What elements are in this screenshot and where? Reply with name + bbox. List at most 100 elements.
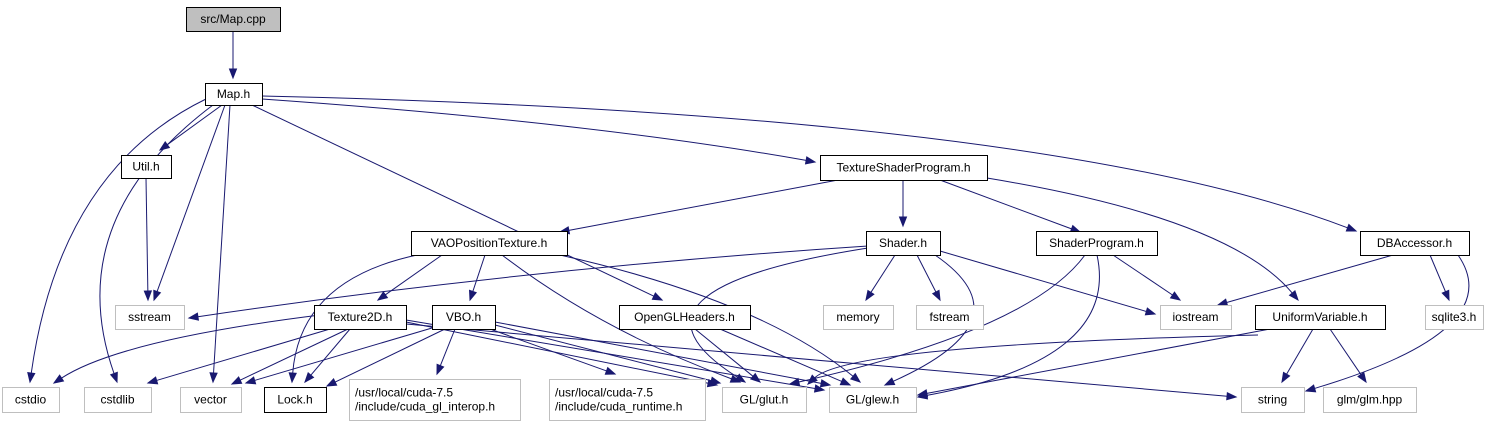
node-glm-hpp: glm/glm.hpp bbox=[1323, 387, 1417, 413]
edge-dbaccessor_h-to-iostream bbox=[1216, 254, 1394, 307]
node-label: VBO.h bbox=[446, 310, 481, 324]
arrowhead bbox=[209, 372, 218, 384]
node-label: sqlite3.h bbox=[1432, 310, 1477, 324]
edge-shader_h-to-memory bbox=[865, 254, 896, 302]
arrowhead bbox=[376, 291, 389, 301]
node-box bbox=[549, 379, 706, 421]
edge-vbo_h-to-cuda_gl_interop bbox=[436, 328, 456, 376]
node-box bbox=[349, 379, 521, 421]
node-util-h[interactable]: Util.h bbox=[121, 155, 172, 179]
edge-texture2d_h-to-cstdlib bbox=[146, 328, 331, 385]
node-label: Map.h bbox=[217, 87, 250, 101]
node-box bbox=[205, 83, 263, 106]
arrowhead bbox=[153, 289, 162, 302]
arrowhead bbox=[749, 372, 762, 383]
node-lock-h[interactable]: Lock.h bbox=[264, 387, 327, 413]
arrowhead bbox=[1441, 289, 1450, 302]
node-label: cstdlib bbox=[100, 393, 134, 407]
node-label: string bbox=[1258, 393, 1287, 407]
arrowhead bbox=[52, 374, 65, 384]
edge-map_h-to-sstream bbox=[153, 104, 226, 302]
edge-vbo_h-to-cuda_runtime bbox=[489, 328, 617, 375]
arrowhead bbox=[436, 363, 445, 376]
node-string: string bbox=[1241, 387, 1305, 413]
node-label: TextureShaderProgram.h bbox=[836, 161, 970, 175]
edges-layer bbox=[27, 31, 1470, 401]
node-tsp-h[interactable]: TextureShaderProgram.h bbox=[820, 155, 988, 181]
arrowhead bbox=[304, 372, 315, 384]
node-label: Texture2D.h bbox=[328, 310, 393, 324]
arrowhead bbox=[839, 377, 852, 386]
node-label: sstream bbox=[128, 310, 171, 324]
node-box bbox=[432, 305, 496, 330]
node-label: /usr/local/cuda-7.5 bbox=[555, 386, 653, 400]
edge-texture2d_h-to-gl_glew_h bbox=[405, 319, 826, 393]
node-box bbox=[1360, 231, 1470, 256]
arrowhead bbox=[244, 376, 257, 385]
edge-tsp_h-to-shaderprog_h bbox=[939, 179, 1082, 233]
node-openglheaders-h[interactable]: OpenGLHeaders.h bbox=[619, 305, 751, 330]
node-label: cstdio bbox=[15, 393, 47, 407]
edge-shader_h-to-iostream bbox=[939, 250, 1157, 316]
edge-uniformvariable_h-to-gl_glut_h bbox=[806, 334, 1259, 385]
edge-uniformvariable_h-to-string bbox=[1281, 328, 1314, 384]
arrowhead bbox=[819, 379, 832, 388]
node-texture2d-h[interactable]: Texture2D.h bbox=[314, 305, 407, 330]
arrowhead bbox=[146, 376, 159, 385]
arrowhead bbox=[1216, 298, 1229, 307]
edge-tsp_h-to-shader_h bbox=[898, 180, 908, 228]
node-box bbox=[619, 305, 751, 330]
arrowhead bbox=[468, 289, 478, 302]
arrowhead bbox=[734, 373, 747, 383]
arrowhead bbox=[1226, 391, 1238, 401]
arrowhead bbox=[1304, 384, 1317, 393]
node-box bbox=[84, 387, 152, 413]
node-vaopt-h[interactable]: VAOPositionTexture.h bbox=[411, 231, 568, 256]
edge-util_h-to-sstream bbox=[143, 177, 153, 302]
edge-uniformvariable_h-to-glm_hpp bbox=[1329, 328, 1367, 384]
node-dbaccessor-h[interactable]: DBAccessor.h bbox=[1360, 231, 1470, 256]
edge-map_h-to-openglheaders_h bbox=[251, 104, 664, 301]
arrowhead bbox=[109, 371, 118, 384]
arrowhead bbox=[143, 290, 153, 302]
edge-texture2d_h-to-string bbox=[405, 323, 1238, 401]
node-box bbox=[1255, 305, 1386, 330]
node-label: iostream bbox=[1172, 310, 1218, 324]
node-label: Shader.h bbox=[879, 236, 927, 250]
node-shader-h[interactable]: Shader.h bbox=[866, 231, 941, 256]
node-box bbox=[1425, 305, 1484, 330]
arrowhead bbox=[228, 68, 238, 80]
node-label: DBAccessor.h bbox=[1377, 236, 1452, 250]
node-label: UniformVariable.h bbox=[1272, 310, 1367, 324]
edge-shader_h-to-gl_glut_h bbox=[690, 247, 869, 383]
edge-vaopt_h-to-texture2d_h bbox=[376, 254, 443, 301]
node-label: GL/glut.h bbox=[740, 393, 789, 407]
node-shaderprog-h[interactable]: ShaderProgram.h bbox=[1036, 231, 1158, 256]
node-box bbox=[829, 387, 917, 413]
node-vbo-h[interactable]: VBO.h bbox=[432, 305, 496, 330]
node-box bbox=[1241, 387, 1305, 413]
edge-vbo_h-to-gl_glew_h bbox=[494, 321, 832, 388]
node-label: Lock.h bbox=[277, 393, 312, 407]
arrowhead bbox=[709, 376, 722, 385]
edge-map_h-to-vector bbox=[209, 104, 231, 384]
edge-openglheaders_h-to-gl_glut_h bbox=[694, 328, 762, 383]
arrowhead bbox=[325, 378, 338, 387]
node-label: ShaderProgram.h bbox=[1049, 236, 1144, 250]
node-box bbox=[264, 387, 327, 413]
node-box bbox=[916, 305, 984, 330]
node-map-h[interactable]: Map.h bbox=[205, 83, 263, 106]
node-gl-glew-h: GL/glew.h bbox=[829, 387, 917, 413]
edge-map_h-to-cstdlib bbox=[99, 104, 214, 384]
arrowhead bbox=[931, 289, 941, 302]
edge-tsp_h-to-uniformvariable_h bbox=[986, 177, 1299, 302]
node-box bbox=[1036, 231, 1158, 256]
node-sqlite3-h: sqlite3.h bbox=[1425, 305, 1484, 330]
arrowhead bbox=[1345, 223, 1358, 232]
edge-texture2d_h-to-vector bbox=[230, 328, 349, 385]
node-cuda-gl-interop: /usr/local/cuda-7.5/include/cuda_gl_inte… bbox=[349, 379, 521, 421]
node-label: /include/cuda_gl_interop.h bbox=[355, 400, 495, 414]
node-sstream: sstream bbox=[115, 305, 185, 330]
node-uniformvariable-h[interactable]: UniformVariable.h bbox=[1255, 305, 1386, 330]
